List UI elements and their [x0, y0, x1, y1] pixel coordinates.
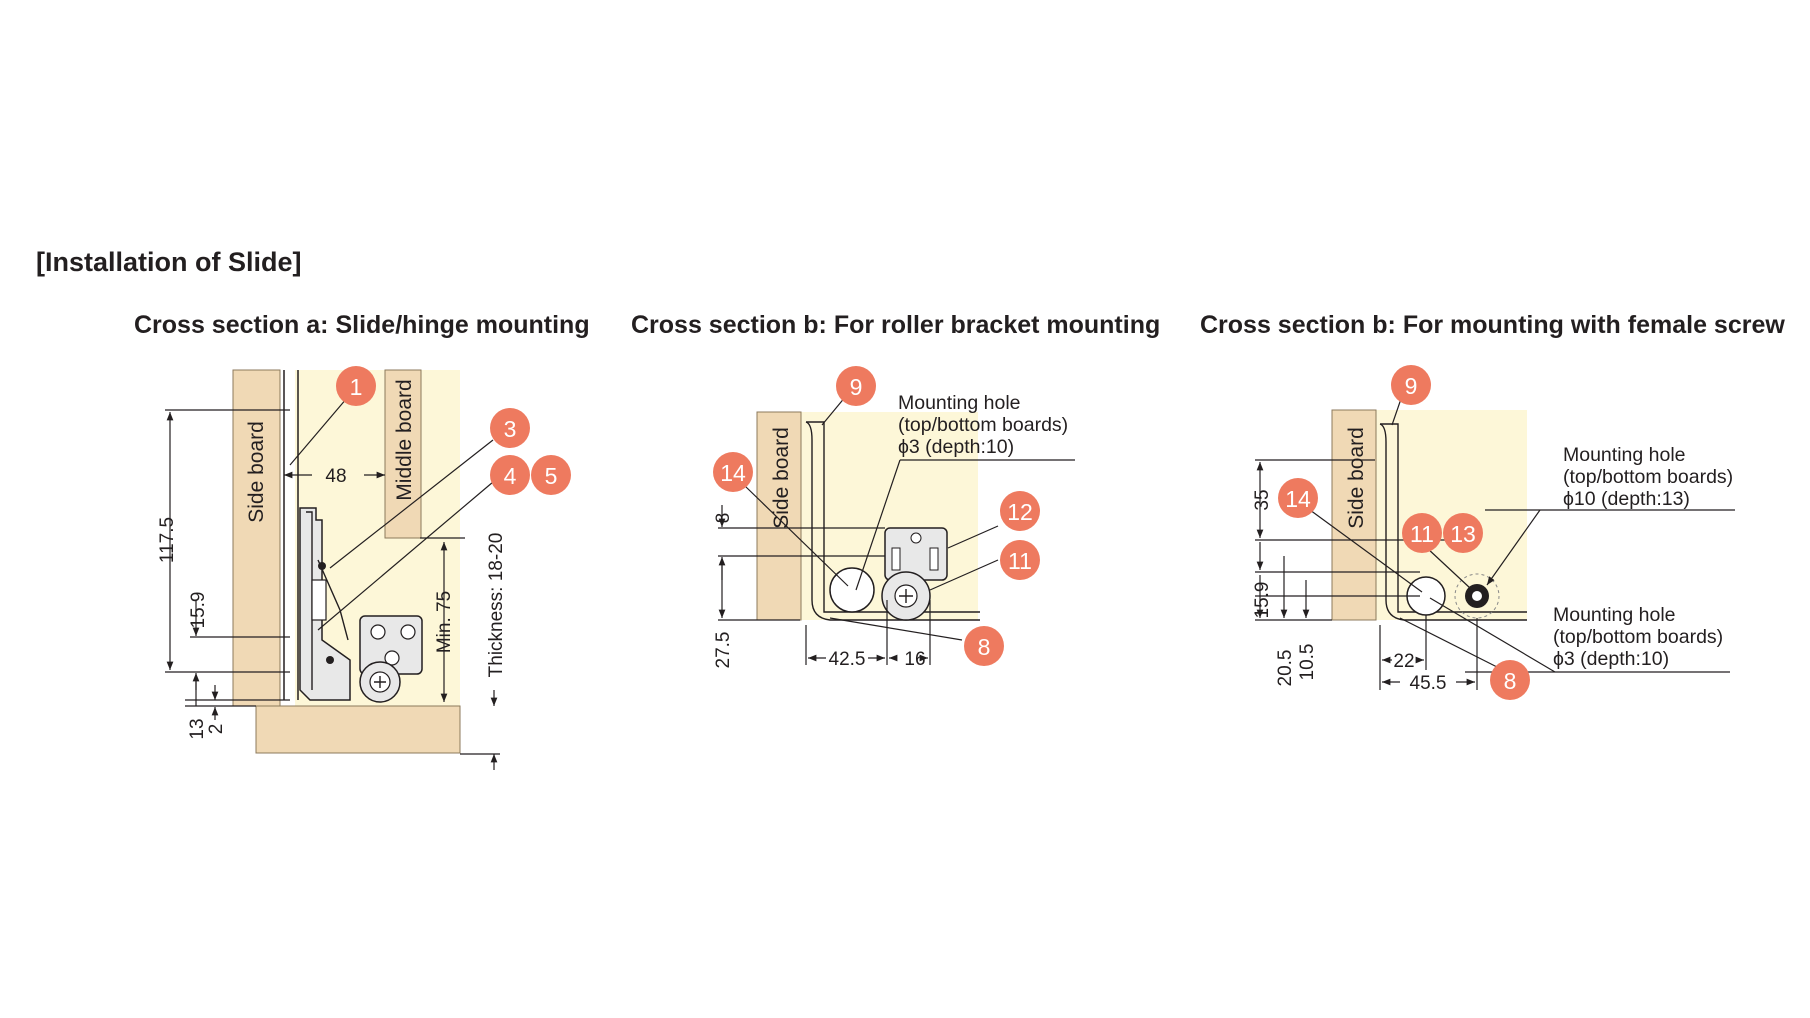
svg-text:4: 4	[504, 463, 517, 489]
side-board-label: Side board	[1345, 427, 1368, 529]
dim-27-5: 27.5	[713, 632, 734, 669]
svg-text:8: 8	[978, 634, 991, 660]
svg-text:9: 9	[1405, 373, 1418, 399]
note-mounting-hole-line1: Mounting hole	[898, 392, 1021, 414]
callout-3: 3	[490, 408, 530, 448]
callout-11: 11	[1402, 513, 1442, 553]
note-upper-line1: Mounting hole	[1563, 444, 1686, 466]
dim-20-5: 20.5	[1275, 650, 1296, 687]
side-board	[232, 369, 281, 707]
dim-15-9: 15.9	[188, 592, 209, 629]
svg-text:5: 5	[545, 463, 558, 489]
svg-text:3: 3	[504, 416, 517, 442]
callout-13: 13	[1443, 513, 1483, 553]
note-lower-line3: ϕ3 (depth:10)	[1553, 648, 1669, 670]
svg-text:13: 13	[1450, 521, 1476, 547]
svg-text:11: 11	[1008, 548, 1032, 574]
dim-35: 35	[1252, 489, 1273, 510]
dim-42-5: 42.5	[829, 649, 866, 670]
callout-11: 11	[1000, 540, 1040, 580]
callout-8: 8	[1490, 660, 1530, 700]
svg-text:14: 14	[1285, 486, 1311, 512]
female-screw	[1454, 573, 1500, 619]
svg-text:14: 14	[720, 460, 746, 486]
side-board	[1331, 409, 1377, 621]
callout-14: 14	[1278, 478, 1318, 518]
note-mounting-hole-line3: ϕ3 (depth:10)	[898, 436, 1014, 458]
callout-4: 4	[490, 455, 530, 495]
callout-14: 14	[713, 452, 753, 492]
section-b-title: Cross section b: For roller bracket moun…	[631, 311, 1161, 339]
dim-13: 13	[187, 718, 208, 739]
dim-15-9: 15.9	[1252, 582, 1273, 619]
dim-117-5: 117.5	[157, 517, 178, 563]
callout-8: 8	[964, 626, 1004, 666]
dim-48: 48	[325, 466, 346, 487]
section-c-title: Cross section b: For mounting with femal…	[1200, 311, 1785, 339]
svg-text:11: 11	[1410, 521, 1434, 547]
section-b-diagram: Mounting hole (top/bottom boards) ϕ3 (de…	[713, 366, 1075, 670]
svg-text:12: 12	[1007, 499, 1033, 525]
svg-text:8: 8	[1504, 668, 1517, 694]
note-lower-line2: (top/bottom boards)	[1553, 626, 1723, 648]
note-upper-line3: ϕ10 (depth:13)	[1563, 488, 1690, 510]
mounting-plate	[359, 615, 423, 703]
note-lower-line1: Mounting hole	[1553, 604, 1676, 626]
roller-bracket	[881, 527, 948, 621]
middle-board-label: Middle board	[393, 379, 416, 500]
callout-12: 12	[1000, 491, 1040, 531]
dim-22: 22	[1393, 651, 1414, 672]
bottom-board	[255, 705, 461, 754]
section-c-diagram: Mounting hole (top/bottom boards) ϕ10 (d…	[1252, 365, 1735, 700]
callout-1: 1	[336, 366, 376, 406]
dim-45-5: 45.5	[1410, 673, 1447, 694]
cabinet-interior	[1375, 410, 1527, 620]
section-a-title: Cross section a: Slide/hinge mounting	[134, 311, 590, 339]
dim-thickness: Thickness: 18-20	[486, 533, 507, 678]
slide-hinge-mechanism	[299, 507, 351, 701]
callout-9: 9	[836, 366, 876, 406]
callout-5: 5	[531, 455, 571, 495]
dim-10-5: 10.5	[1297, 644, 1318, 681]
svg-text:1: 1	[350, 374, 363, 400]
side-board-label: Side board	[245, 421, 268, 523]
dim-min-75: Min. 75	[434, 591, 455, 653]
dim-16: 16	[904, 649, 925, 670]
svg-text:9: 9	[850, 374, 863, 400]
dim-2: 2	[206, 724, 227, 735]
note-upper-line2: (top/bottom boards)	[1563, 466, 1733, 488]
section-a-diagram: 117.5 48 15.9 13 2 Min. 75 Thickness: 18…	[157, 366, 571, 770]
note-mounting-hole-line2: (top/bottom boards)	[898, 414, 1068, 436]
page-title: [Installation of Slide]	[36, 247, 302, 277]
side-board	[756, 411, 802, 621]
callout-9: 9	[1391, 365, 1431, 405]
dim-8: 8	[713, 513, 734, 524]
side-board-label: Side board	[770, 427, 793, 529]
